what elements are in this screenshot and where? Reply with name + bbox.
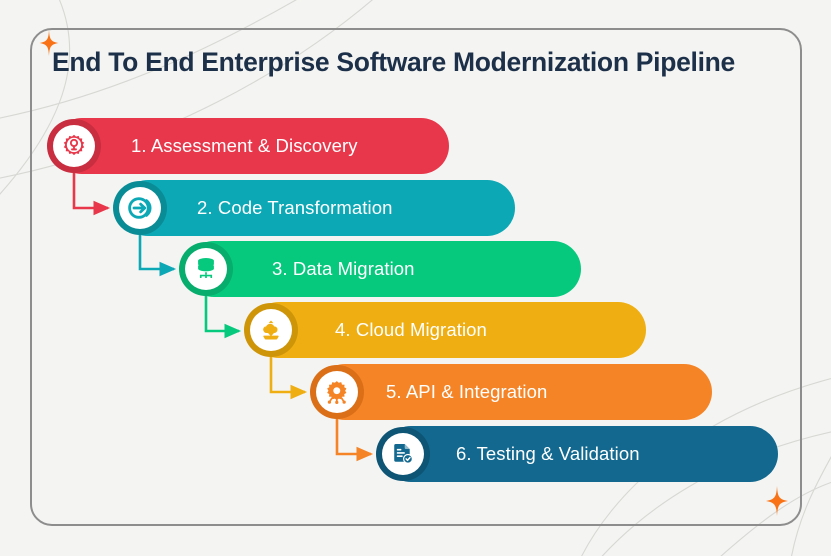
step-5-label: 5. API & Integration [386, 381, 548, 402]
pipeline-step-5[interactable]: 5. API & Integration [310, 364, 712, 420]
gear-network-icon [327, 381, 347, 405]
step-6-label: 6. Testing & Validation [456, 443, 640, 464]
step-2-badge [113, 181, 167, 235]
step-5-badge [310, 365, 364, 419]
step-2-label: 2. Code Transformation [197, 197, 393, 218]
step-6-badge [376, 427, 430, 481]
step-3-label: 3. Data Migration [272, 258, 415, 279]
step-4-label: 4. Cloud Migration [335, 319, 487, 340]
cloud-upload-icon [263, 320, 279, 340]
step-4-badge [244, 303, 298, 357]
step-1-label: 1. Assessment & Discovery [131, 135, 358, 156]
database-network-icon [198, 258, 214, 278]
arrow-into-circle-icon [128, 197, 152, 219]
pipeline-step-4[interactable]: 4. Cloud Migration [244, 302, 646, 358]
step-1-badge [47, 119, 101, 173]
content-frame [30, 28, 802, 526]
pipeline-step-2[interactable]: 2. Code Transformation [113, 180, 515, 236]
pipeline-step-1[interactable]: 1. Assessment & Discovery [47, 118, 449, 174]
pipeline-step-3[interactable]: 3. Data Migration [179, 241, 581, 297]
document-check-icon [394, 444, 413, 464]
step-3-badge [179, 242, 233, 296]
gear-search-icon [63, 134, 85, 156]
pipeline-step-6[interactable]: 6. Testing & Validation [376, 426, 778, 482]
